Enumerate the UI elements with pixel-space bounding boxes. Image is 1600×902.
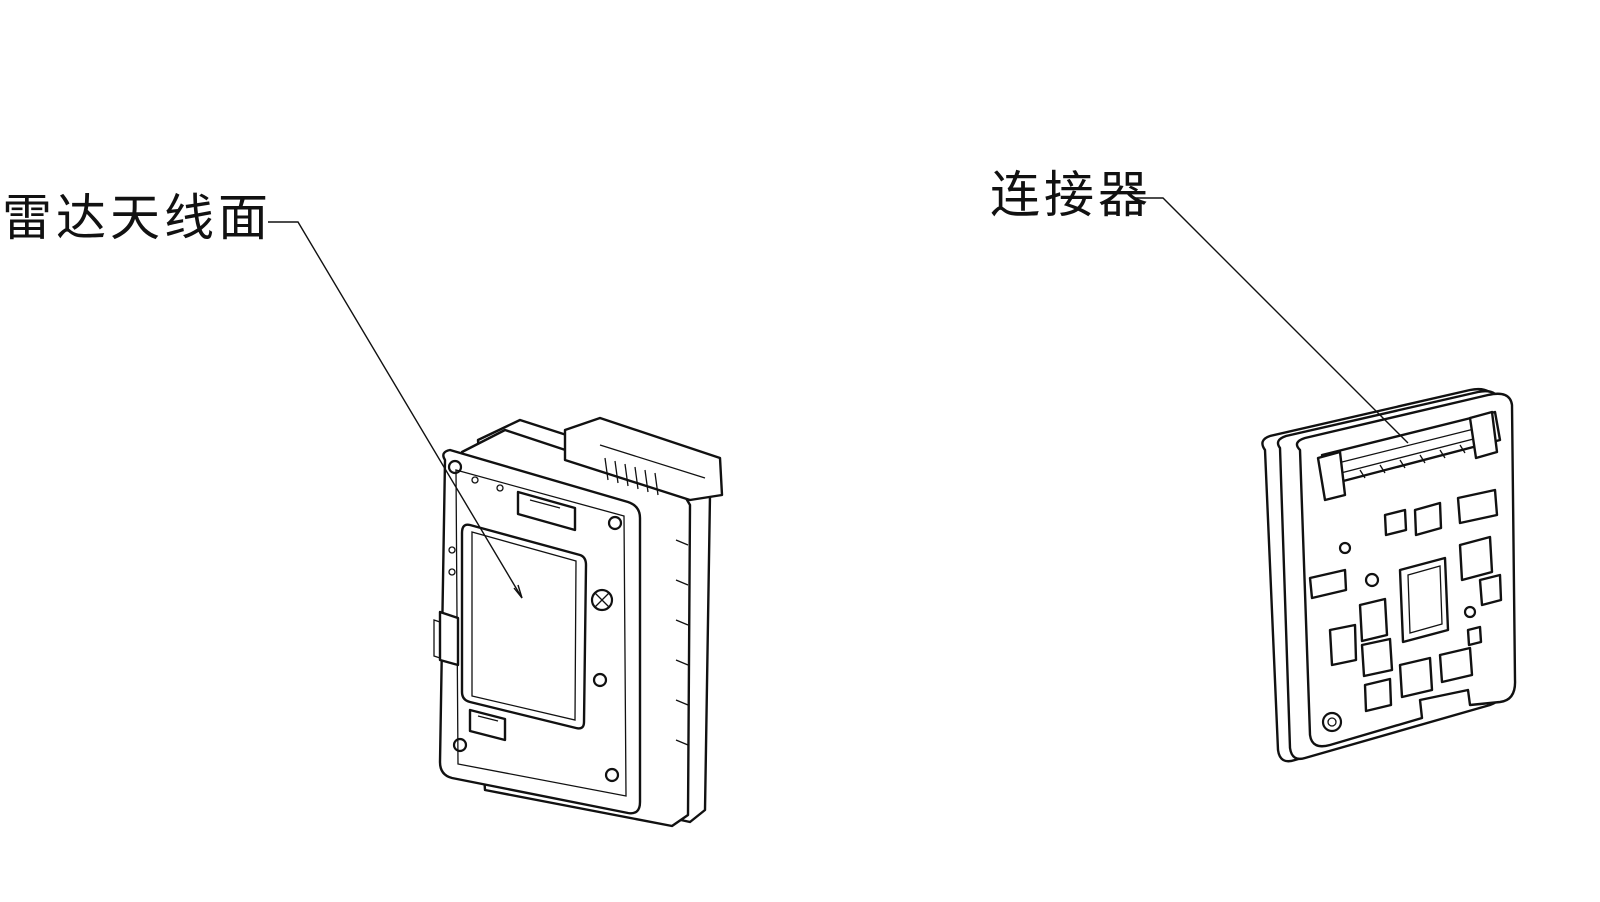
antenna-face-label: 雷达天线面 xyxy=(2,189,272,247)
connector-leader-line xyxy=(1133,197,1409,444)
heat-fins xyxy=(604,457,659,496)
connector-label: 连接器 xyxy=(990,166,1152,224)
antenna-leader-line xyxy=(268,221,523,599)
radar-module-front xyxy=(433,416,724,828)
radar-module-back xyxy=(1261,387,1517,763)
antenna-leader-arrow xyxy=(513,584,523,599)
connector-part xyxy=(1316,410,1502,502)
